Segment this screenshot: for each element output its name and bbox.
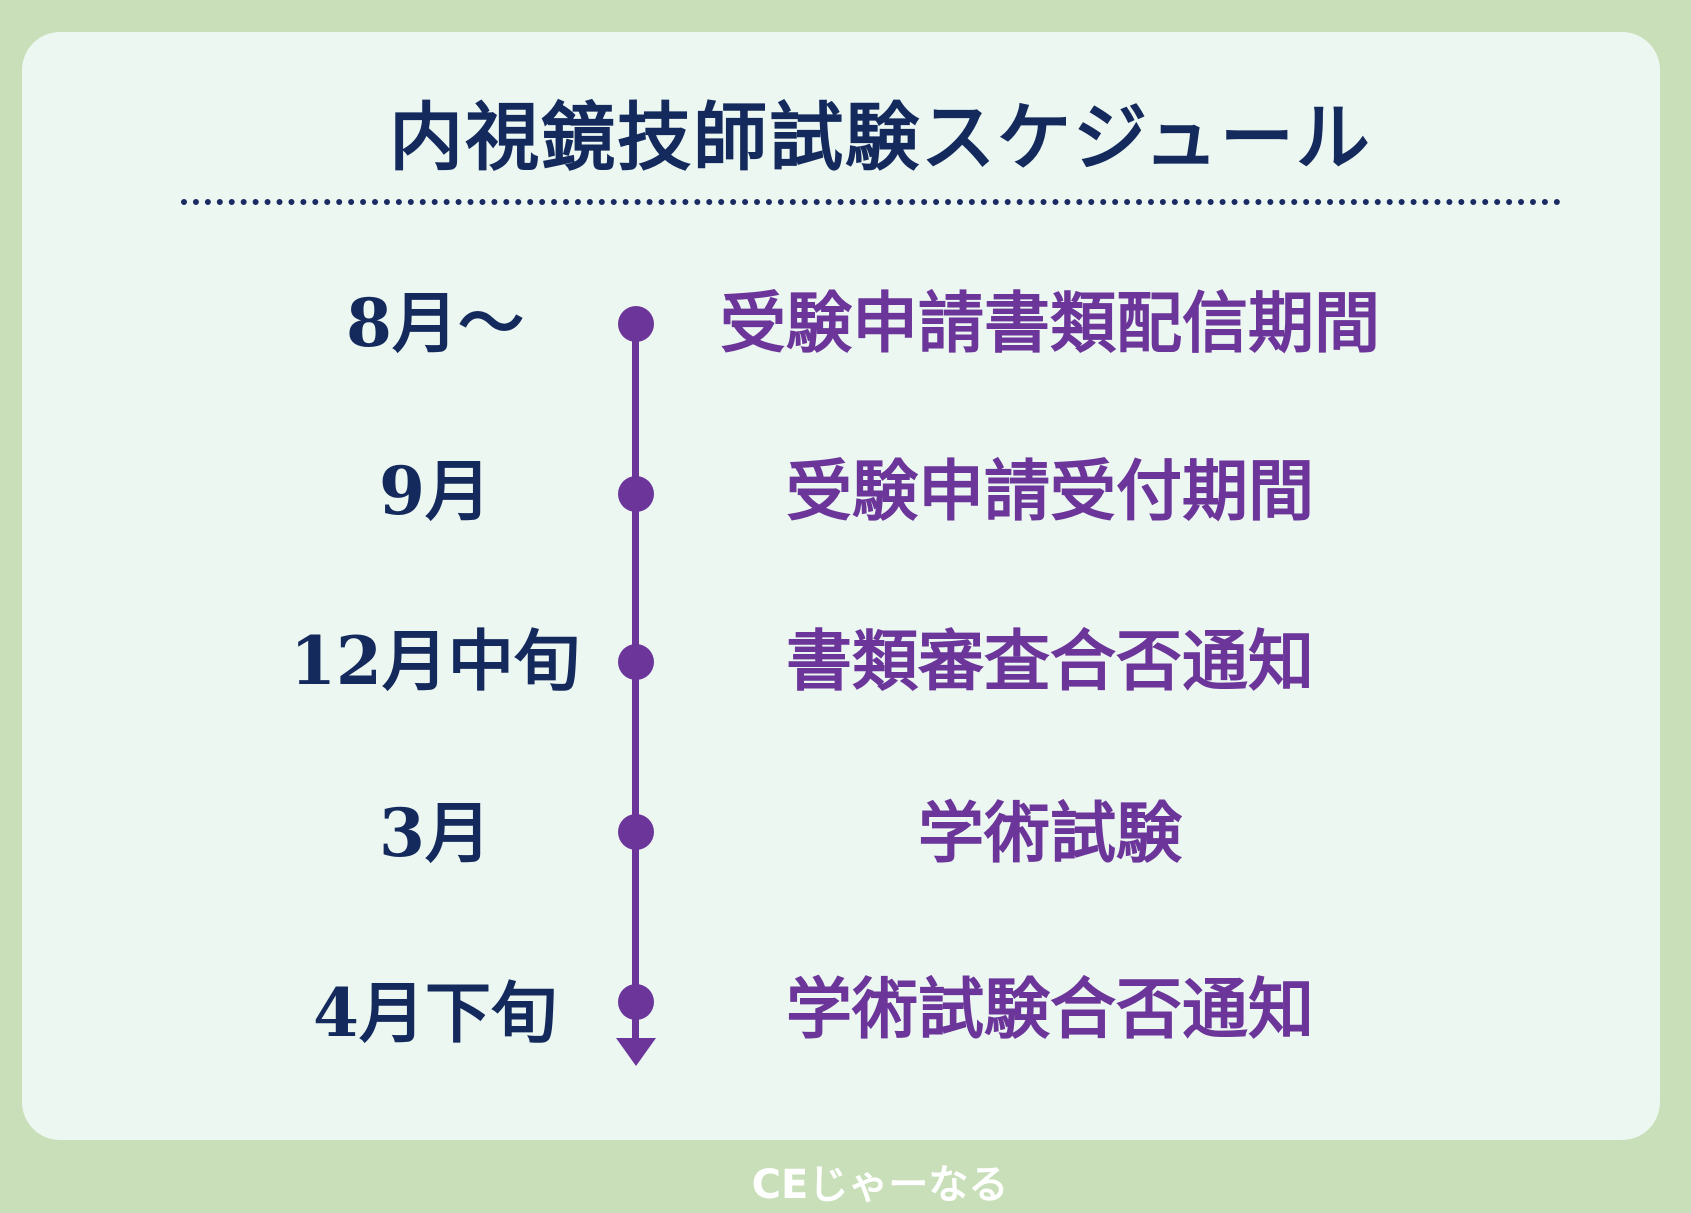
timeline-event: 学術試験: [918, 794, 1182, 872]
timeline-line: [632, 324, 639, 1044]
schedule-card: [22, 32, 1660, 1140]
timeline-date: 9月: [379, 452, 491, 530]
timeline-date: 12月中旬: [290, 622, 580, 700]
timeline-arrow-icon: [616, 1038, 656, 1066]
timeline-date: 8月～: [346, 284, 524, 362]
timeline-dot: [618, 306, 654, 342]
timeline-event: 学術試験合否通知: [786, 970, 1314, 1048]
title-divider: [181, 199, 1561, 205]
footer-brand: CEじゃーなる: [751, 1162, 1009, 1208]
timeline-event: 受験申請受付期間: [786, 452, 1314, 530]
page-title: 内視鏡技師試験スケジュール: [389, 95, 1372, 181]
timeline-dot: [618, 984, 654, 1020]
timeline-event: 受験申請書類配信期間: [720, 284, 1380, 362]
timeline-date: 3月: [379, 794, 491, 872]
timeline-date: 4月下旬: [313, 974, 557, 1052]
timeline-event: 書類審査合否通知: [786, 622, 1314, 700]
timeline-dot: [618, 476, 654, 512]
timeline-dot: [618, 644, 654, 680]
timeline-dot: [618, 814, 654, 850]
